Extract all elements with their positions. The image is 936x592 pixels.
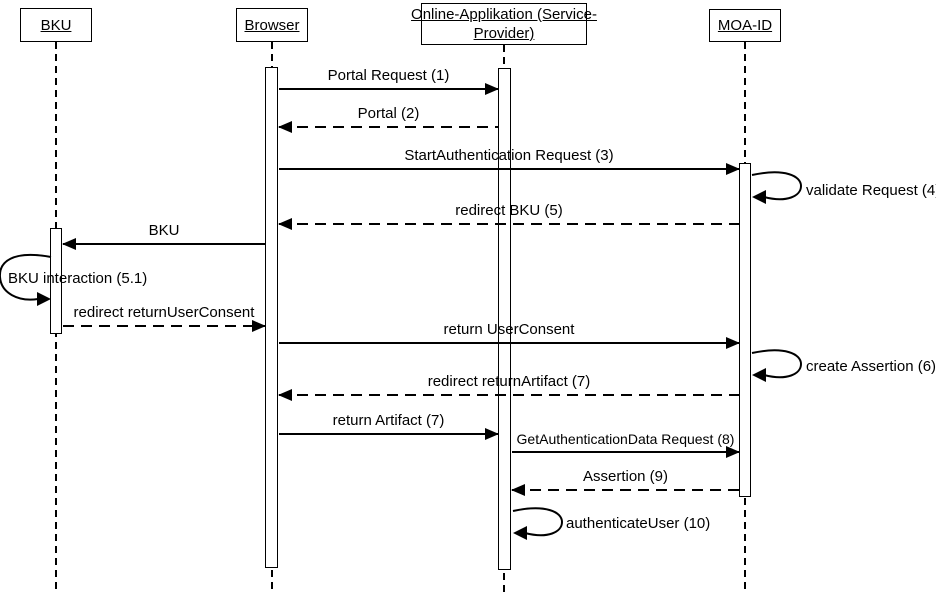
message-redirect-return-artifact: redirect returnArtifact (7) [278, 372, 739, 401]
message-portal-request: Portal Request (1) [279, 66, 499, 95]
actor-browser: Browser [236, 8, 308, 42]
message-get-authentication-data: GetAuthenticationData Request (8) [512, 429, 740, 458]
message-label-validate-request: validate Request (4) [806, 182, 936, 199]
actor-online-app-label-line2: Provider) [473, 25, 535, 42]
arrow-right-icon [726, 446, 740, 458]
message-line [512, 451, 739, 453]
self-loop-create-assertion [751, 349, 803, 382]
activation-moa-id [739, 163, 751, 497]
activation-browser [265, 67, 278, 568]
arrow-left-icon [278, 121, 292, 133]
message-line [279, 168, 739, 170]
message-label: BKU [148, 222, 180, 239]
message-portal-reply: Portal (2) [278, 104, 498, 133]
message-label: redirect returnUserConsent [73, 304, 255, 321]
message-line [279, 88, 498, 90]
arrow-right-icon [726, 337, 740, 349]
message-line [63, 243, 265, 245]
actor-browser-label: Browser [244, 16, 300, 34]
message-line [279, 342, 739, 344]
message-label-bku-interaction: BKU interaction (5.1) [8, 270, 148, 287]
message-bku: BKU [62, 221, 265, 250]
message-line [279, 223, 739, 225]
actor-bku-label: BKU [40, 16, 72, 34]
message-line [279, 394, 739, 396]
message-label: return UserConsent [443, 321, 575, 338]
self-loop-authenticate-user [512, 507, 564, 540]
actor-bku: BKU [20, 8, 92, 42]
arrow-right-icon [252, 320, 266, 332]
message-label-create-assertion: create Assertion (6) [806, 358, 936, 375]
message-label: GetAuthenticationData Request (8) [516, 431, 735, 447]
message-return-artifact: return Artifact (7) [279, 411, 499, 440]
message-label: redirect returnArtifact (7) [427, 373, 591, 390]
message-line [512, 489, 739, 491]
actor-moa-id: MOA-ID [709, 9, 781, 42]
arrow-left-icon [62, 238, 76, 250]
message-label: StartAuthentication Request (3) [404, 147, 614, 164]
message-line [279, 126, 498, 128]
message-return-user-consent: return UserConsent [279, 320, 740, 349]
message-line [63, 325, 265, 327]
message-line [279, 433, 498, 435]
message-label: Portal Request (1) [327, 67, 450, 84]
arrow-right-icon [726, 163, 740, 175]
actor-moa-id-label: MOA-ID [717, 17, 773, 34]
message-start-authentication: StartAuthentication Request (3) [279, 146, 740, 175]
message-label: redirect BKU (5) [455, 202, 563, 219]
message-redirect-return-user-consent: redirect returnUserConsent [63, 303, 266, 332]
message-label-authenticate-user: authenticateUser (10) [566, 515, 711, 532]
arrow-left-icon [278, 389, 292, 401]
message-label: Assertion (9) [582, 468, 669, 485]
message-assertion: Assertion (9) [511, 467, 739, 496]
activation-bku [50, 228, 62, 334]
self-loop-validate-request [751, 171, 803, 204]
arrow-right-icon [485, 83, 499, 95]
arrow-left-icon [278, 218, 292, 230]
actor-online-app-label-line1: Online-Applikation (Service- [411, 6, 597, 23]
activation-online-app [498, 68, 511, 570]
self-loop-bku-interaction [0, 253, 52, 306]
arrow-right-icon [485, 428, 499, 440]
actor-online-app: Online-Applikation (Service- Provider) [411, 3, 597, 45]
arrow-left-icon [511, 484, 525, 496]
message-redirect-bku: redirect BKU (5) [278, 201, 739, 230]
message-label: return Artifact (7) [332, 412, 445, 429]
message-label: Portal (2) [357, 105, 420, 122]
